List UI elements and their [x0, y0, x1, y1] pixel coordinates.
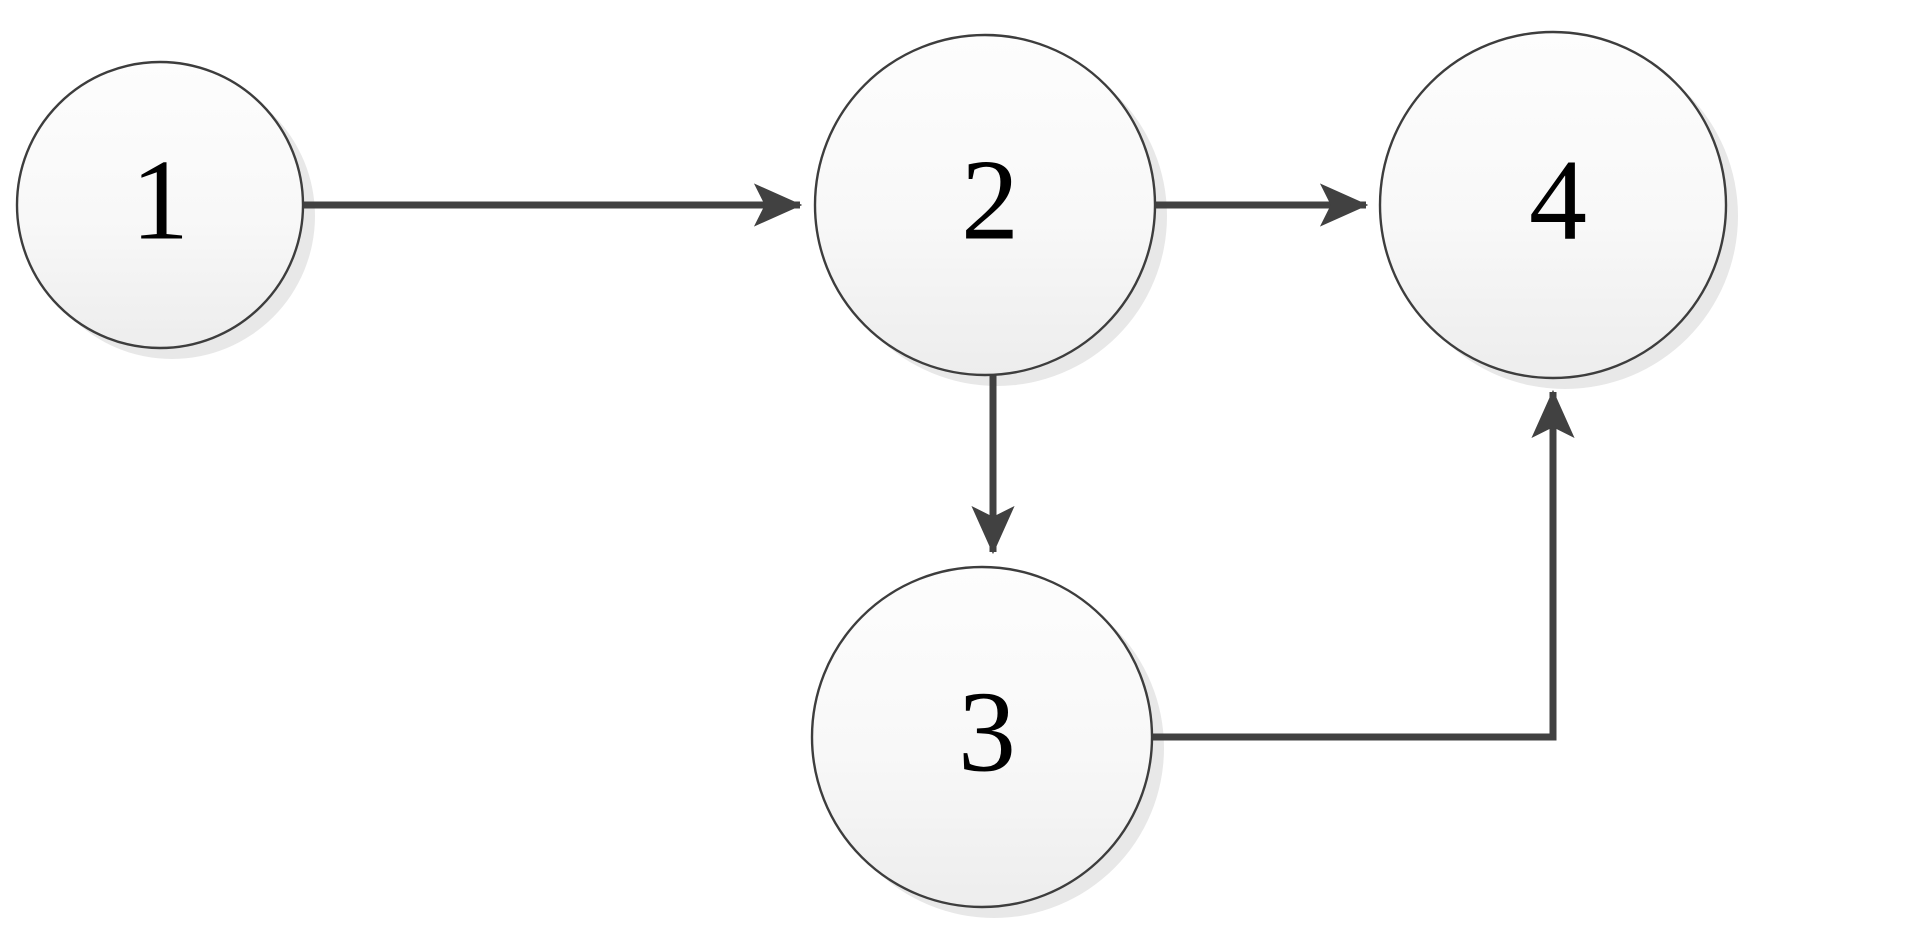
node-3-circle[interactable] — [810, 565, 1154, 909]
node-1-circle[interactable] — [15, 60, 305, 350]
node-4[interactable]: 4 — [1378, 30, 1728, 380]
node-3-label: 3 — [958, 669, 1016, 797]
node-2-circle[interactable] — [813, 33, 1157, 377]
node-4-circle[interactable] — [1378, 30, 1728, 380]
node-2-label: 2 — [961, 137, 1019, 265]
node-4-label: 4 — [1529, 137, 1587, 265]
edge-layer — [303, 183, 1575, 741]
node-1[interactable]: 1 — [15, 60, 305, 350]
node-2[interactable]: 2 — [813, 33, 1157, 377]
edge-3-to-4[interactable] — [1152, 389, 1575, 741]
node-3[interactable]: 3 — [810, 565, 1154, 909]
node-1-label: 1 — [131, 137, 189, 265]
